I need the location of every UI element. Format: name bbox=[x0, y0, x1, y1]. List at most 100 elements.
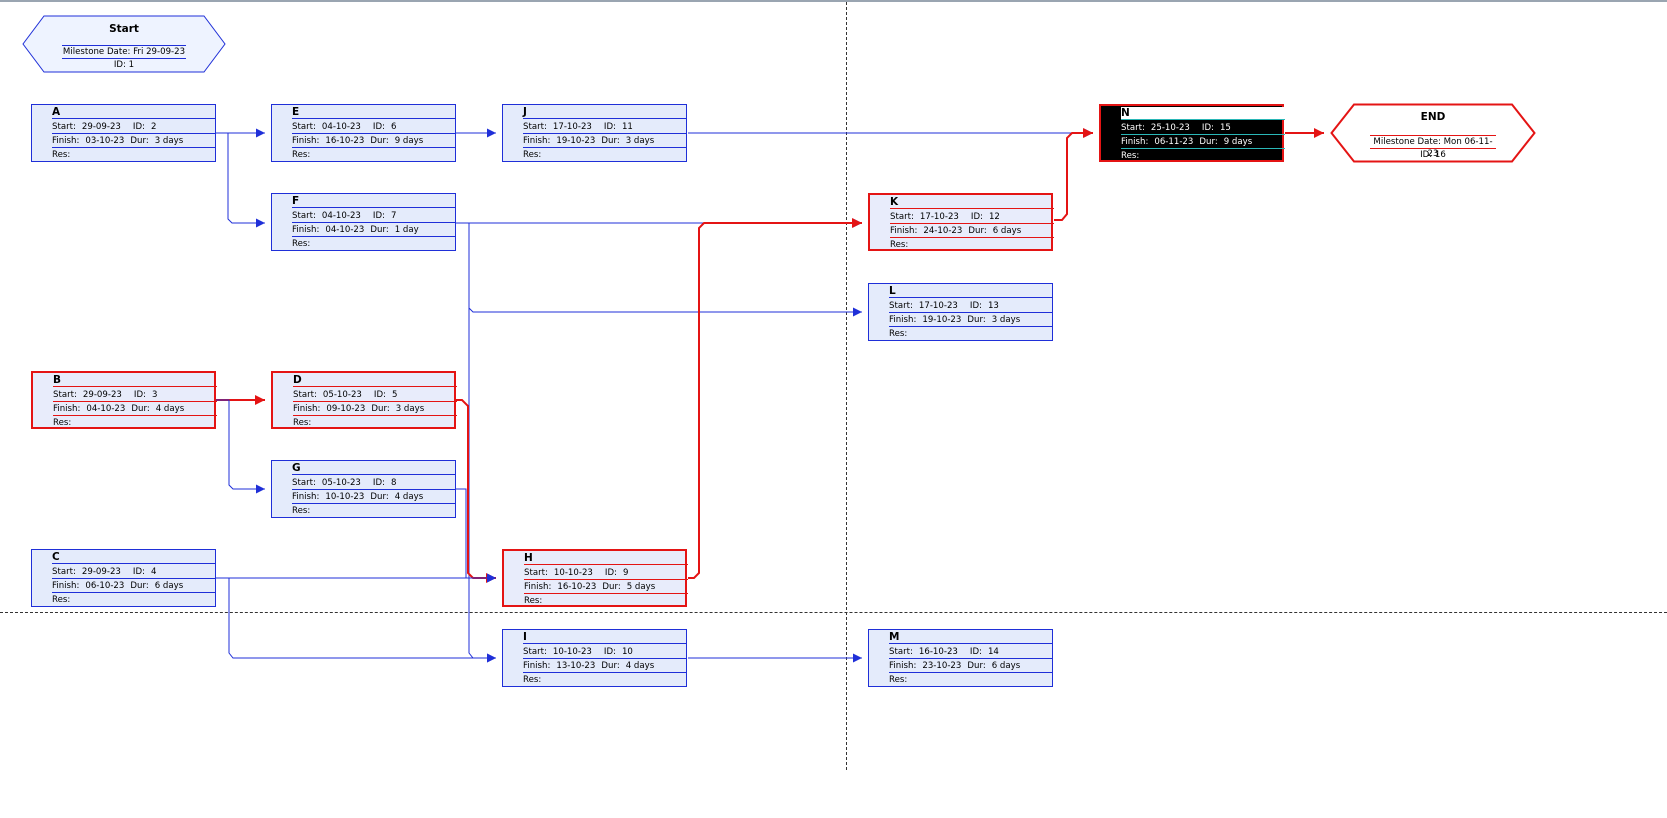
task-start-date: 05-10-23 bbox=[321, 478, 361, 488]
task-id: 8 bbox=[390, 478, 397, 488]
dur-label: Dur: bbox=[130, 136, 149, 146]
task-start-date: 17-10-23 bbox=[919, 212, 959, 222]
dur-label: Dur: bbox=[370, 136, 389, 146]
task-finish-date: 04-10-23 bbox=[325, 225, 365, 235]
end-milestone-hexagon bbox=[1330, 103, 1536, 163]
id-label: ID: bbox=[1420, 150, 1433, 160]
start-label: Start: bbox=[292, 122, 316, 132]
task-duration: 3 days bbox=[625, 136, 655, 146]
id-label: ID: bbox=[133, 390, 146, 400]
dur-label: Dur: bbox=[967, 661, 986, 671]
end-milestone-id: 16 bbox=[1434, 150, 1446, 160]
start-label: Start: bbox=[523, 647, 547, 657]
task-id: 5 bbox=[391, 390, 398, 400]
task-name: A bbox=[52, 106, 216, 119]
res-label: Res: bbox=[890, 240, 909, 250]
end-milestone[interactable]: END Milestone Date: Mon 06-11-23 ID: 16 bbox=[1330, 103, 1536, 163]
id-label: ID: bbox=[113, 60, 126, 70]
task-finish-date: 16-10-23 bbox=[557, 582, 597, 592]
id-label: ID: bbox=[372, 211, 385, 221]
task-name: L bbox=[889, 285, 1053, 298]
window-top-border bbox=[0, 0, 1667, 2]
task-finish-date: 06-10-23 bbox=[85, 581, 125, 591]
task-duration: 6 days bbox=[154, 581, 184, 591]
link-c-to-i bbox=[216, 577, 496, 663]
task-name: B bbox=[53, 374, 217, 387]
link-a-to-f bbox=[216, 132, 265, 228]
task-id: 14 bbox=[987, 647, 999, 657]
start-milestone-id: 1 bbox=[128, 60, 135, 70]
task-id: 12 bbox=[988, 212, 1000, 222]
start-milestone-title: Start bbox=[109, 23, 139, 35]
start-label: Start: bbox=[292, 211, 316, 221]
task-id: 13 bbox=[987, 301, 999, 311]
task-id: 11 bbox=[621, 122, 633, 132]
task-name: E bbox=[292, 106, 456, 119]
dur-label: Dur: bbox=[967, 315, 986, 325]
dur-label: Dur: bbox=[602, 582, 621, 592]
task-id: 10 bbox=[621, 647, 633, 657]
res-label: Res: bbox=[889, 675, 908, 685]
task-id: 2 bbox=[150, 122, 157, 132]
task-resources-row: Res: bbox=[292, 149, 456, 161]
milestone-date-label: Milestone Date: bbox=[62, 47, 131, 57]
link-k-to-n bbox=[1054, 128, 1093, 221]
task-finish-date: 19-10-23 bbox=[922, 315, 962, 325]
task-name: N bbox=[1121, 107, 1285, 120]
res-label: Res: bbox=[292, 506, 311, 516]
finish-label: Finish: bbox=[292, 136, 320, 146]
milestone-date-label: Milestone Date: bbox=[1373, 137, 1441, 147]
link-g-to-h bbox=[456, 488, 496, 583]
start-milestone[interactable]: Start Milestone Date: Fri 29-09-23 ID: 1 bbox=[22, 15, 226, 73]
task-start-date: 29-09-23 bbox=[82, 390, 122, 400]
task-finish-date: 06-11-23 bbox=[1154, 137, 1194, 147]
task-finish-date: 24-10-23 bbox=[923, 226, 963, 236]
link-b-to-g bbox=[216, 399, 265, 494]
task-id: 9 bbox=[622, 568, 629, 578]
start-label: Start: bbox=[52, 122, 76, 132]
finish-label: Finish: bbox=[523, 136, 551, 146]
task-start-date: 25-10-23 bbox=[1150, 123, 1190, 133]
task-duration: 6 days bbox=[992, 226, 1022, 236]
id-label: ID: bbox=[969, 647, 982, 657]
finish-label: Finish: bbox=[523, 661, 551, 671]
start-label: Start: bbox=[53, 390, 77, 400]
task-finish-date: 10-10-23 bbox=[325, 492, 365, 502]
task-start-date: 16-10-23 bbox=[918, 647, 958, 657]
link-f-to-l bbox=[456, 222, 862, 317]
task-duration: 3 days bbox=[395, 404, 425, 414]
task-resources-row: Res: bbox=[889, 328, 1053, 340]
finish-label: Finish: bbox=[890, 226, 918, 236]
task-resources-row: Res: bbox=[292, 505, 456, 517]
res-label: Res: bbox=[523, 150, 542, 160]
id-label: ID: bbox=[132, 567, 145, 577]
task-name: C bbox=[52, 551, 216, 564]
